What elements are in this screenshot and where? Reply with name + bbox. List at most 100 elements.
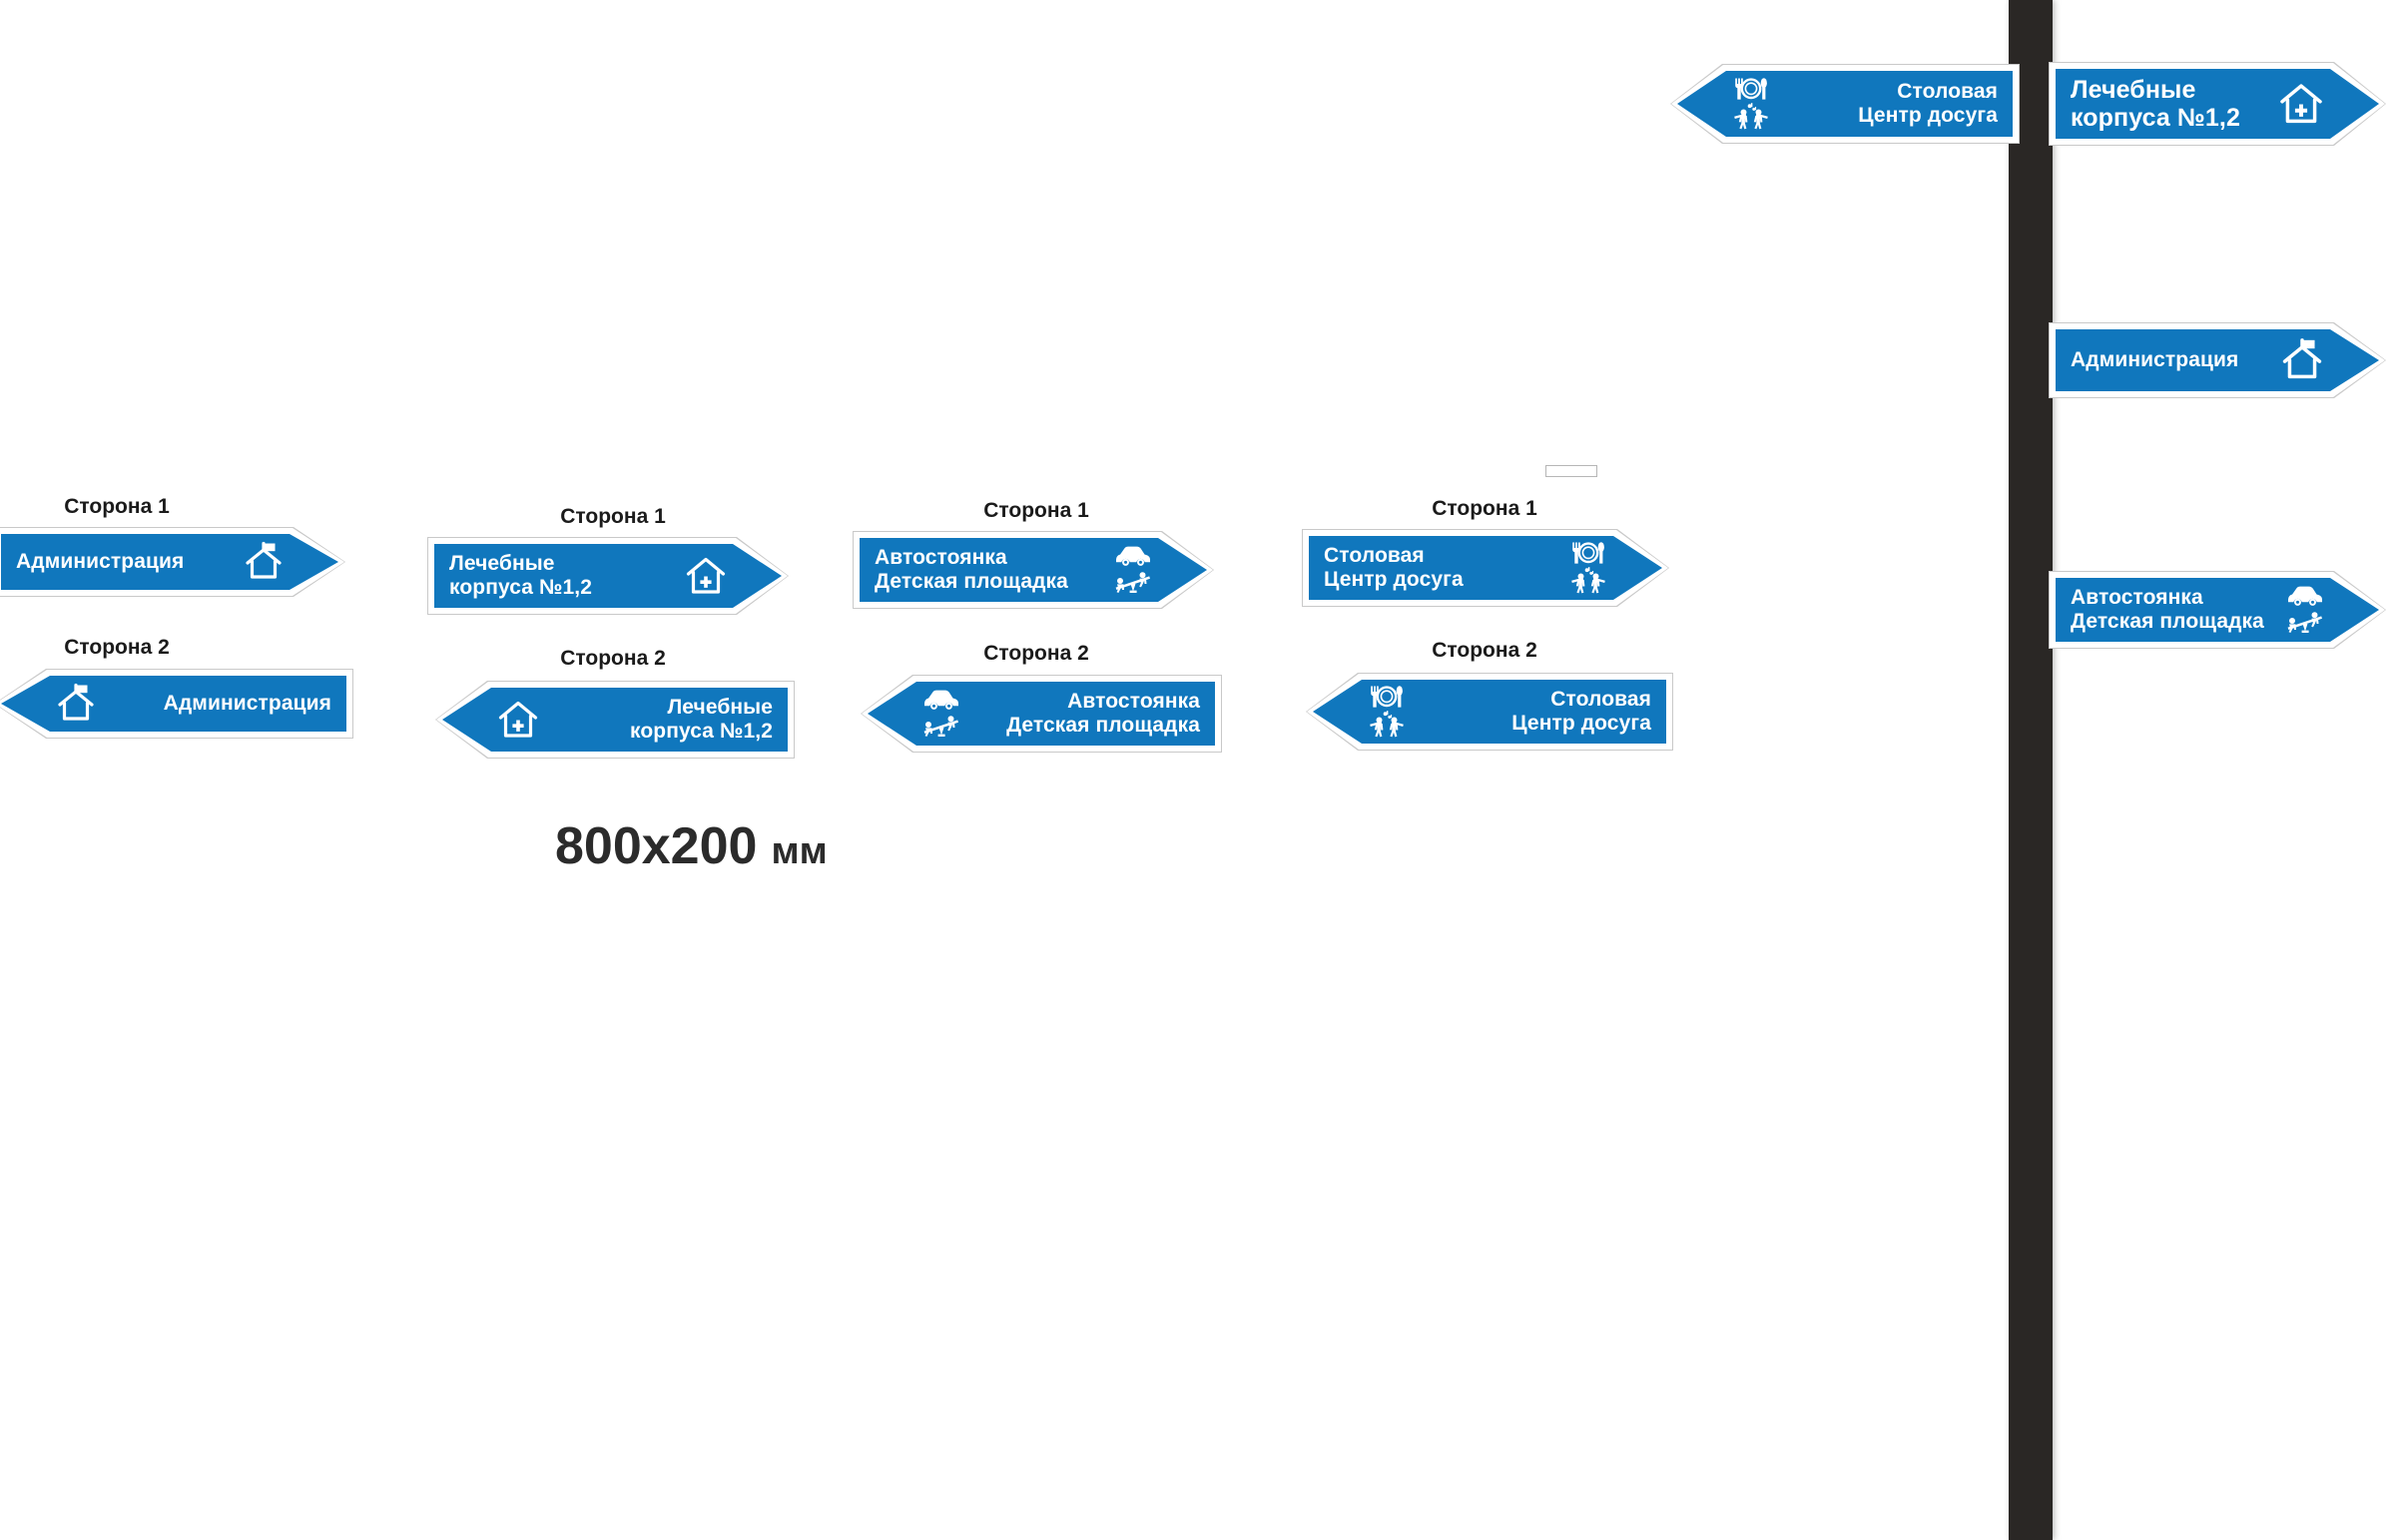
caption-group1-side2: Сторона 2 xyxy=(64,636,170,659)
dancing-people-icon xyxy=(1730,103,1772,131)
stray-rectangle-artifact xyxy=(1545,465,1597,477)
sign-line-2: Детская площадка xyxy=(2071,610,2264,633)
caption-group2-side1: Сторона 1 xyxy=(560,505,666,528)
sign-line-2: Детская площадка xyxy=(1006,714,1200,737)
sign-icon-group xyxy=(2276,79,2326,129)
sign-text-block: Столовая Центр досуга xyxy=(1511,688,1651,736)
caption-group3-side2: Сторона 2 xyxy=(983,642,1089,665)
sign-line-1: Столовая xyxy=(1897,80,1998,104)
sign-body: Лечебные корпуса №1,2 xyxy=(435,681,795,759)
mockup-sign-parking[interactable]: Автостоянка Детская площадка xyxy=(2049,571,2386,649)
sign-line-1: Лечебные xyxy=(667,696,773,720)
sign-body: Столовая Центр досуга xyxy=(1670,64,2020,144)
mockup-sign-canteen[interactable]: Столовая Центр досуга xyxy=(1670,64,2020,144)
sign-plate-face xyxy=(2056,69,2379,139)
sign-plate-face xyxy=(442,688,788,752)
hospital-house-icon xyxy=(683,553,729,599)
dancing-people-icon xyxy=(1366,711,1408,739)
house-flag-icon xyxy=(2278,336,2326,384)
sign-canteen-side1[interactable]: Столовая Центр досуга xyxy=(1302,529,1669,607)
sign-body: Столовая Центр досуга xyxy=(1306,673,1673,751)
sign-administration-side2[interactable]: Администрация xyxy=(0,669,353,739)
sign-administration-side1[interactable]: Администрация xyxy=(0,527,345,597)
caption-group2-side2: Сторона 2 xyxy=(560,647,666,670)
sign-line-2: Центр досуга xyxy=(1511,712,1651,735)
sign-icon-group xyxy=(1366,685,1408,739)
sign-body: Автостоянка Детская площадка xyxy=(2049,571,2386,649)
car-icon xyxy=(1112,544,1154,568)
sign-plate-face xyxy=(2056,578,2379,642)
seesaw-playground-icon xyxy=(1112,570,1154,596)
sign-line-2: Детская площадка xyxy=(875,570,1068,593)
sign-parking-side1[interactable]: Автостоянка Детская площадка xyxy=(853,531,1214,609)
sign-text-block: Лечебные корпуса №1,2 xyxy=(2071,76,2240,133)
sign-plate-face xyxy=(860,538,1207,602)
sign-body: Администрация xyxy=(0,527,345,597)
plate-fork-spoon-icon xyxy=(1366,685,1408,709)
plate-fork-spoon-icon xyxy=(1730,77,1772,101)
sign-pole xyxy=(2009,0,2053,1540)
sign-line-1: Столовая xyxy=(1550,688,1651,712)
sign-text-block: Автостоянка Детская площадка xyxy=(875,546,1068,594)
mockup-sign-medical[interactable]: Лечебные корпуса №1,2 xyxy=(2049,62,2386,146)
sign-line-1: Автостоянка xyxy=(2071,586,2203,610)
sign-text-block: Администрация xyxy=(16,550,184,574)
sign-canteen-side2[interactable]: Столовая Центр досуга xyxy=(1306,673,1673,751)
hospital-house-icon xyxy=(2276,79,2326,129)
sign-body: Администрация xyxy=(0,669,353,739)
caption-group4-side2: Сторона 2 xyxy=(1432,639,1537,662)
sign-parking-side2[interactable]: Автостоянка Детская площадка xyxy=(861,675,1222,753)
sign-plate-face xyxy=(2056,329,2379,391)
sign-line-1: Столовая xyxy=(1324,544,1425,568)
sign-line-2: корпуса №1,2 xyxy=(449,576,592,599)
sign-icon-group xyxy=(242,540,286,584)
sign-icon-group xyxy=(2278,336,2326,384)
sign-body: Лечебные корпуса №1,2 xyxy=(427,537,789,615)
sign-plate-face xyxy=(1,676,346,732)
sign-text-block: Столовая Центр досуга xyxy=(1858,80,1998,128)
sign-plate-face xyxy=(434,544,782,608)
car-icon xyxy=(2284,584,2326,608)
sign-body: Автостоянка Детская площадка xyxy=(861,675,1222,753)
caption-group4-side1: Сторона 1 xyxy=(1432,497,1537,520)
sign-medical-side1[interactable]: Лечебные корпуса №1,2 xyxy=(427,537,789,615)
sign-line-1: Автостоянка xyxy=(1067,690,1200,714)
caption-group3-side1: Сторона 1 xyxy=(983,499,1089,522)
mockup-sign-administration[interactable]: Администрация xyxy=(2049,322,2386,398)
sign-text-block: Столовая Центр досуга xyxy=(1324,544,1464,592)
dimension-size: 800x200 xyxy=(555,817,758,875)
sign-line-2: Центр досуга xyxy=(1858,104,1998,127)
sign-line-1: Администрация xyxy=(16,550,185,574)
sign-body: Администрация xyxy=(2049,322,2386,398)
hospital-house-icon xyxy=(495,697,541,743)
sign-body: Лечебные корпуса №1,2 xyxy=(2049,62,2386,146)
sign-line-2: корпуса №1,2 xyxy=(2071,104,2240,132)
sign-text-block: Администрация xyxy=(2071,348,2238,372)
sign-line-1: Автостоянка xyxy=(875,546,1007,570)
sign-line-1: Лечебные xyxy=(2071,75,2196,104)
sign-line-1: Администрация xyxy=(2071,348,2239,372)
seesaw-playground-icon xyxy=(2284,610,2326,636)
sign-icon-group xyxy=(683,553,729,599)
sign-icon-group xyxy=(54,682,98,726)
house-flag-icon xyxy=(54,682,98,726)
sign-plate-face xyxy=(1,534,338,590)
house-flag-icon xyxy=(242,540,286,584)
sign-icon-group xyxy=(1730,77,1772,131)
sign-line-2: Центр досуга xyxy=(1324,568,1464,591)
seesaw-playground-icon xyxy=(920,714,962,740)
sign-line-2: корпуса №1,2 xyxy=(630,720,773,743)
sign-icon-group xyxy=(2284,584,2326,636)
plate-fork-spoon-icon xyxy=(1567,541,1609,565)
dancing-people-icon xyxy=(1567,567,1609,595)
sign-text-block: Администрация xyxy=(164,692,331,716)
sign-text-block: Автостоянка Детская площадка xyxy=(2071,586,2264,634)
sign-text-block: Автостоянка Детская площадка xyxy=(1006,690,1200,738)
sign-icon-group xyxy=(1112,544,1154,596)
sign-line-1: Лечебные xyxy=(449,552,555,576)
car-icon xyxy=(920,688,962,712)
sign-medical-side2[interactable]: Лечебные корпуса №1,2 xyxy=(435,681,795,759)
caption-group1-side1: Сторона 1 xyxy=(64,495,170,518)
